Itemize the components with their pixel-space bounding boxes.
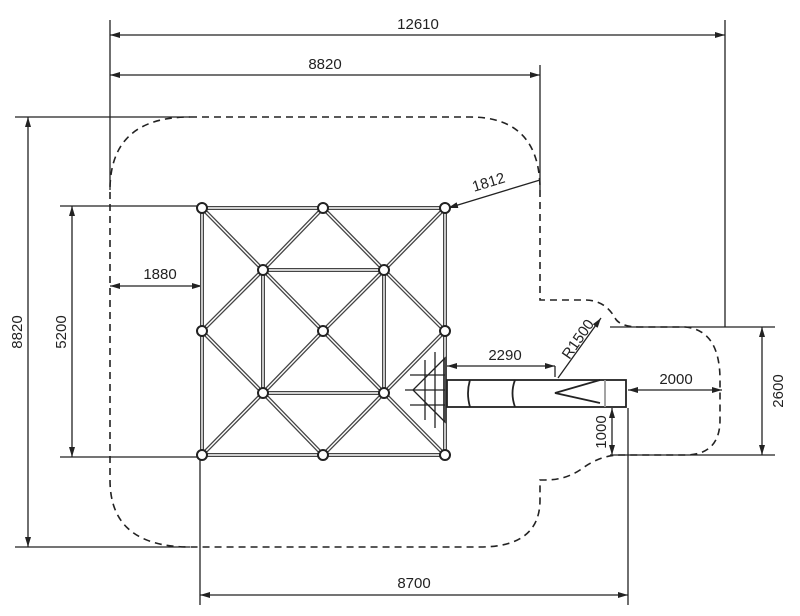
frame-node [196, 202, 208, 214]
frame-bar [201, 207, 264, 271]
frame-bar [383, 269, 446, 332]
frame-bar [383, 330, 446, 394]
dim-frame-height: 5200 [53, 315, 70, 348]
climbing-frame [196, 202, 451, 461]
frame-node [378, 264, 390, 276]
net-ladder [405, 352, 446, 428]
frame-node [317, 449, 329, 461]
frame-node [439, 202, 451, 214]
frame-bar [201, 330, 264, 394]
frame-bar [322, 207, 385, 271]
frame-node [439, 449, 451, 461]
frame-node [439, 325, 451, 337]
extension-lines [15, 20, 775, 605]
slide [446, 379, 627, 408]
frame-bar [322, 392, 385, 456]
dim-top-width: 8820 [308, 56, 341, 73]
frame-bar [322, 269, 385, 332]
dim-slide-side-clearance: 1000 [593, 415, 610, 448]
frame-node [317, 325, 329, 337]
dim-bottom-width: 8700 [397, 575, 430, 592]
frame-bar [262, 330, 324, 394]
frame-bar [262, 392, 324, 456]
dim-slide-length: 2290 [488, 347, 521, 364]
dim-slide-radius: R1500 [559, 316, 598, 362]
dim-slide-zone-height: 2600 [770, 374, 787, 407]
frame-bar [322, 330, 385, 394]
dimension-lines [25, 32, 765, 598]
frame-node [317, 202, 329, 214]
frame-bar [201, 392, 264, 456]
frame-bar [383, 207, 446, 271]
dim-slide-end-clearance: 2000 [659, 371, 692, 388]
frame-node [196, 449, 208, 461]
dim-overall-height: 8820 [9, 315, 26, 348]
dim-left-clearance: 1880 [143, 266, 176, 283]
frame-node [196, 325, 208, 337]
frame-bar [262, 269, 324, 332]
frame-bar [262, 207, 324, 271]
frame-node [257, 387, 269, 399]
frame-bar [383, 392, 446, 456]
frame-node [378, 387, 390, 399]
dim-overall-width: 12610 [397, 16, 439, 33]
frame-bar [201, 269, 264, 332]
frame-node [257, 264, 269, 276]
